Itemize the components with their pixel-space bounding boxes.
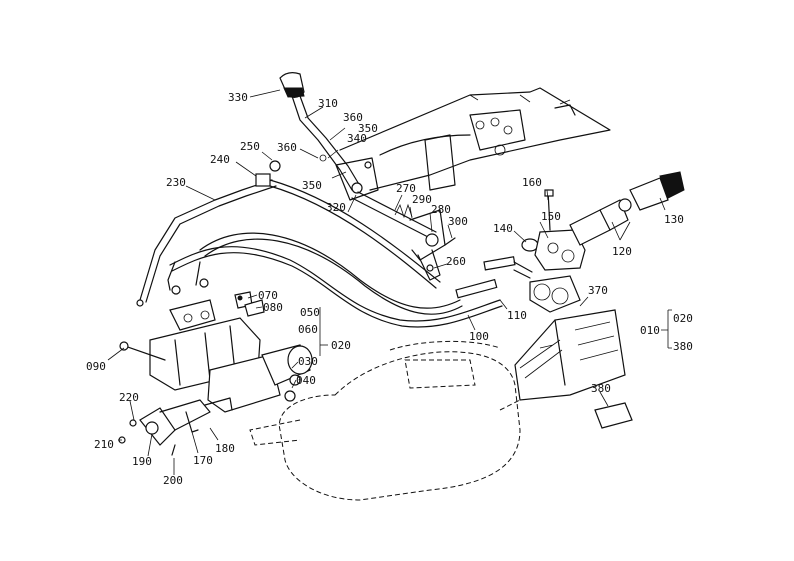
callout-350: 350	[358, 122, 378, 135]
callout-240: 240	[210, 153, 230, 166]
cable-nut	[269, 160, 281, 172]
right-fittings	[521, 171, 685, 313]
callout-210: 210	[94, 438, 114, 451]
callout-190: 190	[132, 455, 152, 468]
callout-040: 040	[296, 374, 316, 387]
callout-070: 070	[258, 289, 278, 302]
callout-300: 300	[448, 215, 468, 228]
callout-140: 140	[493, 222, 513, 235]
control-valve-assembly	[119, 291, 313, 413]
fuel-tank	[249, 340, 521, 501]
callout-180: 180	[215, 442, 235, 455]
callout-270: 270	[396, 182, 416, 195]
callout-090: 090	[86, 360, 106, 373]
callout-370: 370	[588, 284, 608, 297]
callout-170: 170	[193, 454, 213, 467]
callout-080: 080	[263, 301, 283, 314]
callout-350: 350	[302, 179, 322, 192]
mounting-bracket	[118, 397, 233, 456]
callout-060: 060	[298, 323, 318, 336]
callout-230: 230	[166, 176, 186, 189]
callout-360: 360	[277, 141, 297, 154]
callout-360: 360	[343, 111, 363, 124]
callout-290: 290	[412, 193, 432, 206]
callout-100: 100	[469, 330, 489, 343]
callout-330: 330	[228, 91, 248, 104]
callout-020: 020	[331, 339, 351, 352]
leader-lines	[107, 89, 672, 475]
callout-020: 020	[673, 312, 693, 325]
callout-320: 320	[326, 201, 346, 214]
callout-280: 280	[431, 203, 451, 216]
callout-010: 010	[640, 324, 660, 337]
callout-130: 130	[664, 213, 684, 226]
callout-260: 260	[446, 255, 466, 268]
decal-label	[594, 402, 633, 429]
callout-380: 380	[673, 340, 693, 353]
callout-050: 050	[300, 306, 320, 319]
callout-200: 200	[163, 474, 183, 487]
control-lever-assembly	[279, 72, 456, 281]
callout-150: 150	[541, 210, 561, 223]
callout-250: 250	[240, 140, 260, 153]
callout-110: 110	[507, 309, 527, 322]
filter-element	[514, 309, 626, 401]
callout-310: 310	[318, 97, 338, 110]
callout-220: 220	[119, 391, 139, 404]
cable-clamp	[255, 173, 271, 187]
callout-030: 030	[298, 355, 318, 368]
callout-labels: 330 310 360 350 340 360 350 320 250 240 …	[86, 91, 693, 487]
callout-120: 120	[612, 245, 632, 258]
callout-340: 340	[347, 132, 367, 145]
callout-380: 380	[591, 382, 611, 395]
floor-panel	[339, 87, 611, 191]
hydraulic-hoses	[167, 232, 533, 328]
callout-160: 160	[522, 176, 542, 189]
control-cable	[136, 160, 441, 307]
